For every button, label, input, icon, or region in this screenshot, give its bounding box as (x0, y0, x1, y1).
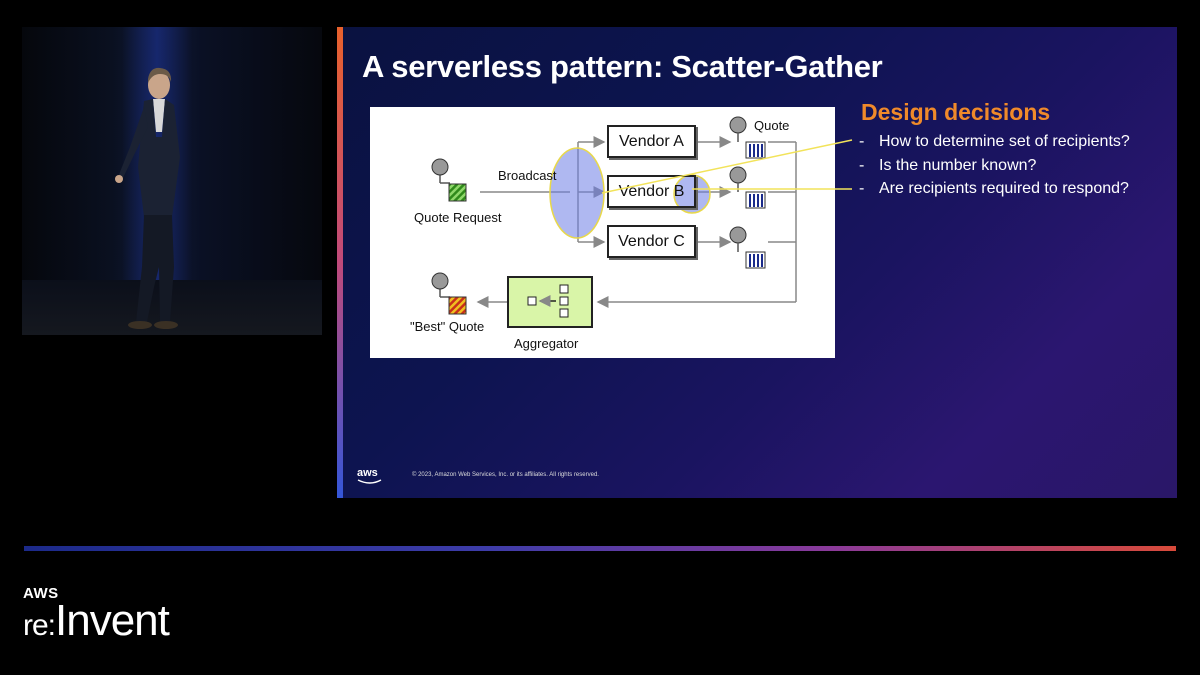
aws-footer-logo: aws (357, 467, 383, 485)
quote-channel-c (729, 226, 766, 269)
design-decisions-list: -How to determine set of recipients? -Is… (859, 130, 1130, 201)
speaker-video-panel (22, 27, 322, 335)
presentation-slide: A serverless pattern: Scatter-Gather (337, 27, 1177, 498)
re-wordmark: re: (23, 609, 56, 642)
slide-accent-edge (337, 27, 343, 498)
vendor-b-box: Vendor B (607, 175, 696, 208)
aws-wordmark: AWS (23, 585, 59, 602)
diagram-connectors (431, 116, 797, 328)
copyright-notice: © 2023, Amazon Web Services, Inc. or its… (412, 472, 599, 478)
best-quote-label: "Best" Quote (410, 319, 485, 334)
gradient-divider (24, 546, 1176, 551)
scatter-gather-diagram: Vendor A Vendor B Vendor C Broadcast Quo… (370, 107, 835, 358)
slide-title: A serverless pattern: Scatter-Gather (362, 49, 883, 84)
aws-smile-icon (357, 479, 382, 484)
speaker-figure (115, 67, 180, 329)
list-item: -Is the number known? (859, 156, 1037, 174)
vendor-c-box: Vendor C (607, 225, 696, 258)
quote-request-label: Quote Request (414, 210, 502, 225)
vendor-a-box: Vendor A (607, 125, 696, 158)
broadcast-label: Broadcast (498, 168, 557, 183)
aggregator-label: Aggregator (514, 336, 579, 351)
reinvent-logo: AWS re:Invent (23, 585, 170, 646)
quote-label: Quote (754, 118, 790, 133)
list-item: -Are recipients required to respond? (859, 180, 1129, 197)
design-decisions-heading: Design decisions (861, 99, 1051, 125)
invent-wordmark: Invent (55, 596, 170, 645)
list-item: -How to determine set of recipients? (859, 133, 1130, 150)
quote-channel-b (729, 166, 766, 209)
